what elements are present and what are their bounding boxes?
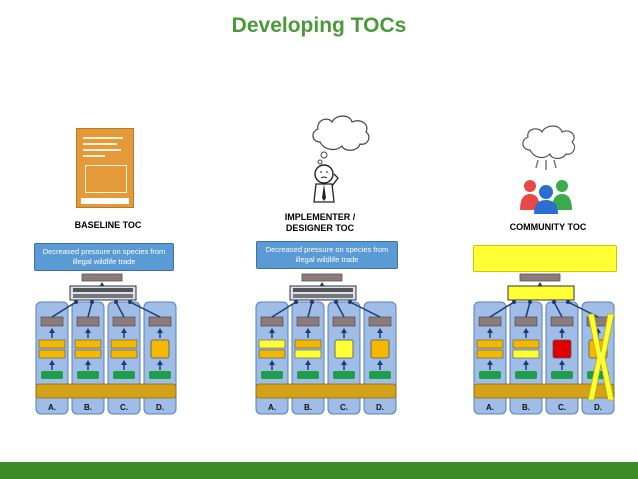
column-letter: D. <box>594 403 602 412</box>
single-middle-box <box>553 340 571 358</box>
middle-box-bottom <box>75 350 101 358</box>
arrow-head <box>128 300 132 304</box>
base-bar <box>256 384 396 398</box>
column-letter: C. <box>558 403 566 412</box>
arrow-head <box>334 300 338 304</box>
middle-box-bottom <box>477 350 503 358</box>
baseline-toc-diagram: A. B. C. D. <box>30 272 178 423</box>
baseline-toc-label: BASELINE TOC <box>48 220 168 231</box>
grey-box <box>479 317 501 326</box>
middle-box-bottom <box>111 350 137 358</box>
column-letter: A. <box>486 403 494 412</box>
middle-box-bottom <box>259 350 285 358</box>
middle-box-bottom <box>295 350 321 358</box>
community-outcome-box <box>473 245 617 272</box>
column-letter: C. <box>120 403 128 412</box>
arrow-head <box>74 300 78 304</box>
arrow-head <box>348 300 352 304</box>
middle-box-top <box>477 340 503 348</box>
implementer-outcome-box: Decreased pressure on species from illeg… <box>256 241 398 269</box>
green-box <box>297 371 319 379</box>
single-middle-box <box>335 340 353 358</box>
implementer-outcome-text: Decreased pressure on species from illeg… <box>257 245 397 265</box>
single-middle-box <box>151 340 169 358</box>
green-box <box>41 371 63 379</box>
green-box <box>333 371 355 379</box>
arrow-head <box>566 300 570 304</box>
arrow-head <box>294 300 298 304</box>
footer-bar <box>0 462 638 479</box>
middle-box-top <box>75 340 101 348</box>
arrow-head <box>512 300 516 304</box>
middle-box-top <box>513 340 539 348</box>
middle-box-top <box>111 340 137 348</box>
column-letter: B. <box>84 403 92 412</box>
middle-box-bottom <box>513 350 539 358</box>
grey-box <box>77 317 99 326</box>
column-letter: A. <box>48 403 56 412</box>
toc-svg: A. B. C. D. <box>250 272 398 418</box>
top-small-box <box>302 274 342 281</box>
column-letter: B. <box>304 403 312 412</box>
baseline-report-cover <box>76 128 134 208</box>
arrow-head <box>528 300 532 304</box>
top-small-box <box>520 274 560 281</box>
page-title: Developing TOCs <box>0 14 638 38</box>
grey-box <box>149 317 171 326</box>
arrow-head <box>552 300 556 304</box>
community-people-icon <box>516 124 576 214</box>
thinking-person-icon <box>298 112 372 206</box>
grey-box <box>261 317 283 326</box>
grey-box <box>551 317 573 326</box>
green-box <box>369 371 391 379</box>
grey-box <box>113 317 135 326</box>
arrow-head <box>90 300 94 304</box>
column-letter: D. <box>156 403 164 412</box>
top-bar-2 <box>73 294 133 298</box>
top-small-box <box>82 274 122 281</box>
grey-box <box>369 317 391 326</box>
community-toc-label: COMMUNITY TOC <box>488 222 608 233</box>
grey-box <box>515 317 537 326</box>
single-middle-box <box>371 340 389 358</box>
grey-box <box>333 317 355 326</box>
middle-box-top <box>295 340 321 348</box>
green-box <box>149 371 171 379</box>
green-box <box>77 371 99 379</box>
arrow-head <box>114 300 118 304</box>
green-box <box>515 371 537 379</box>
arrow-head <box>310 300 314 304</box>
baseline-outcome-box: Decreased pressure on species from illeg… <box>34 243 174 271</box>
middle-box-bottom <box>39 350 65 358</box>
middle-box-top <box>39 340 65 348</box>
implementer-toc-label: IMPLEMENTER / DESIGNER TOC <box>270 212 370 234</box>
column-letter: A. <box>268 403 276 412</box>
base-bar <box>36 384 176 398</box>
toc-svg: A. B. C. D. <box>468 272 616 418</box>
top-bar-2 <box>293 294 353 298</box>
middle-box-top <box>259 340 285 348</box>
green-box <box>479 371 501 379</box>
top-combined-box <box>508 286 574 300</box>
implementer-toc-diagram: A. B. C. D. <box>250 272 398 423</box>
green-box <box>113 371 135 379</box>
top-bar-1 <box>73 288 133 292</box>
column-letter: B. <box>522 403 530 412</box>
top-bar-1 <box>293 288 353 292</box>
column-letter: C. <box>340 403 348 412</box>
green-box <box>261 371 283 379</box>
column-letter: D. <box>376 403 384 412</box>
grey-box <box>41 317 63 326</box>
baseline-outcome-text: Decreased pressure on species from illeg… <box>35 247 173 267</box>
grey-box <box>297 317 319 326</box>
green-box <box>551 371 573 379</box>
toc-svg: A. B. C. D. <box>30 272 178 418</box>
community-toc-diagram: A. B. C. D. <box>468 272 616 423</box>
